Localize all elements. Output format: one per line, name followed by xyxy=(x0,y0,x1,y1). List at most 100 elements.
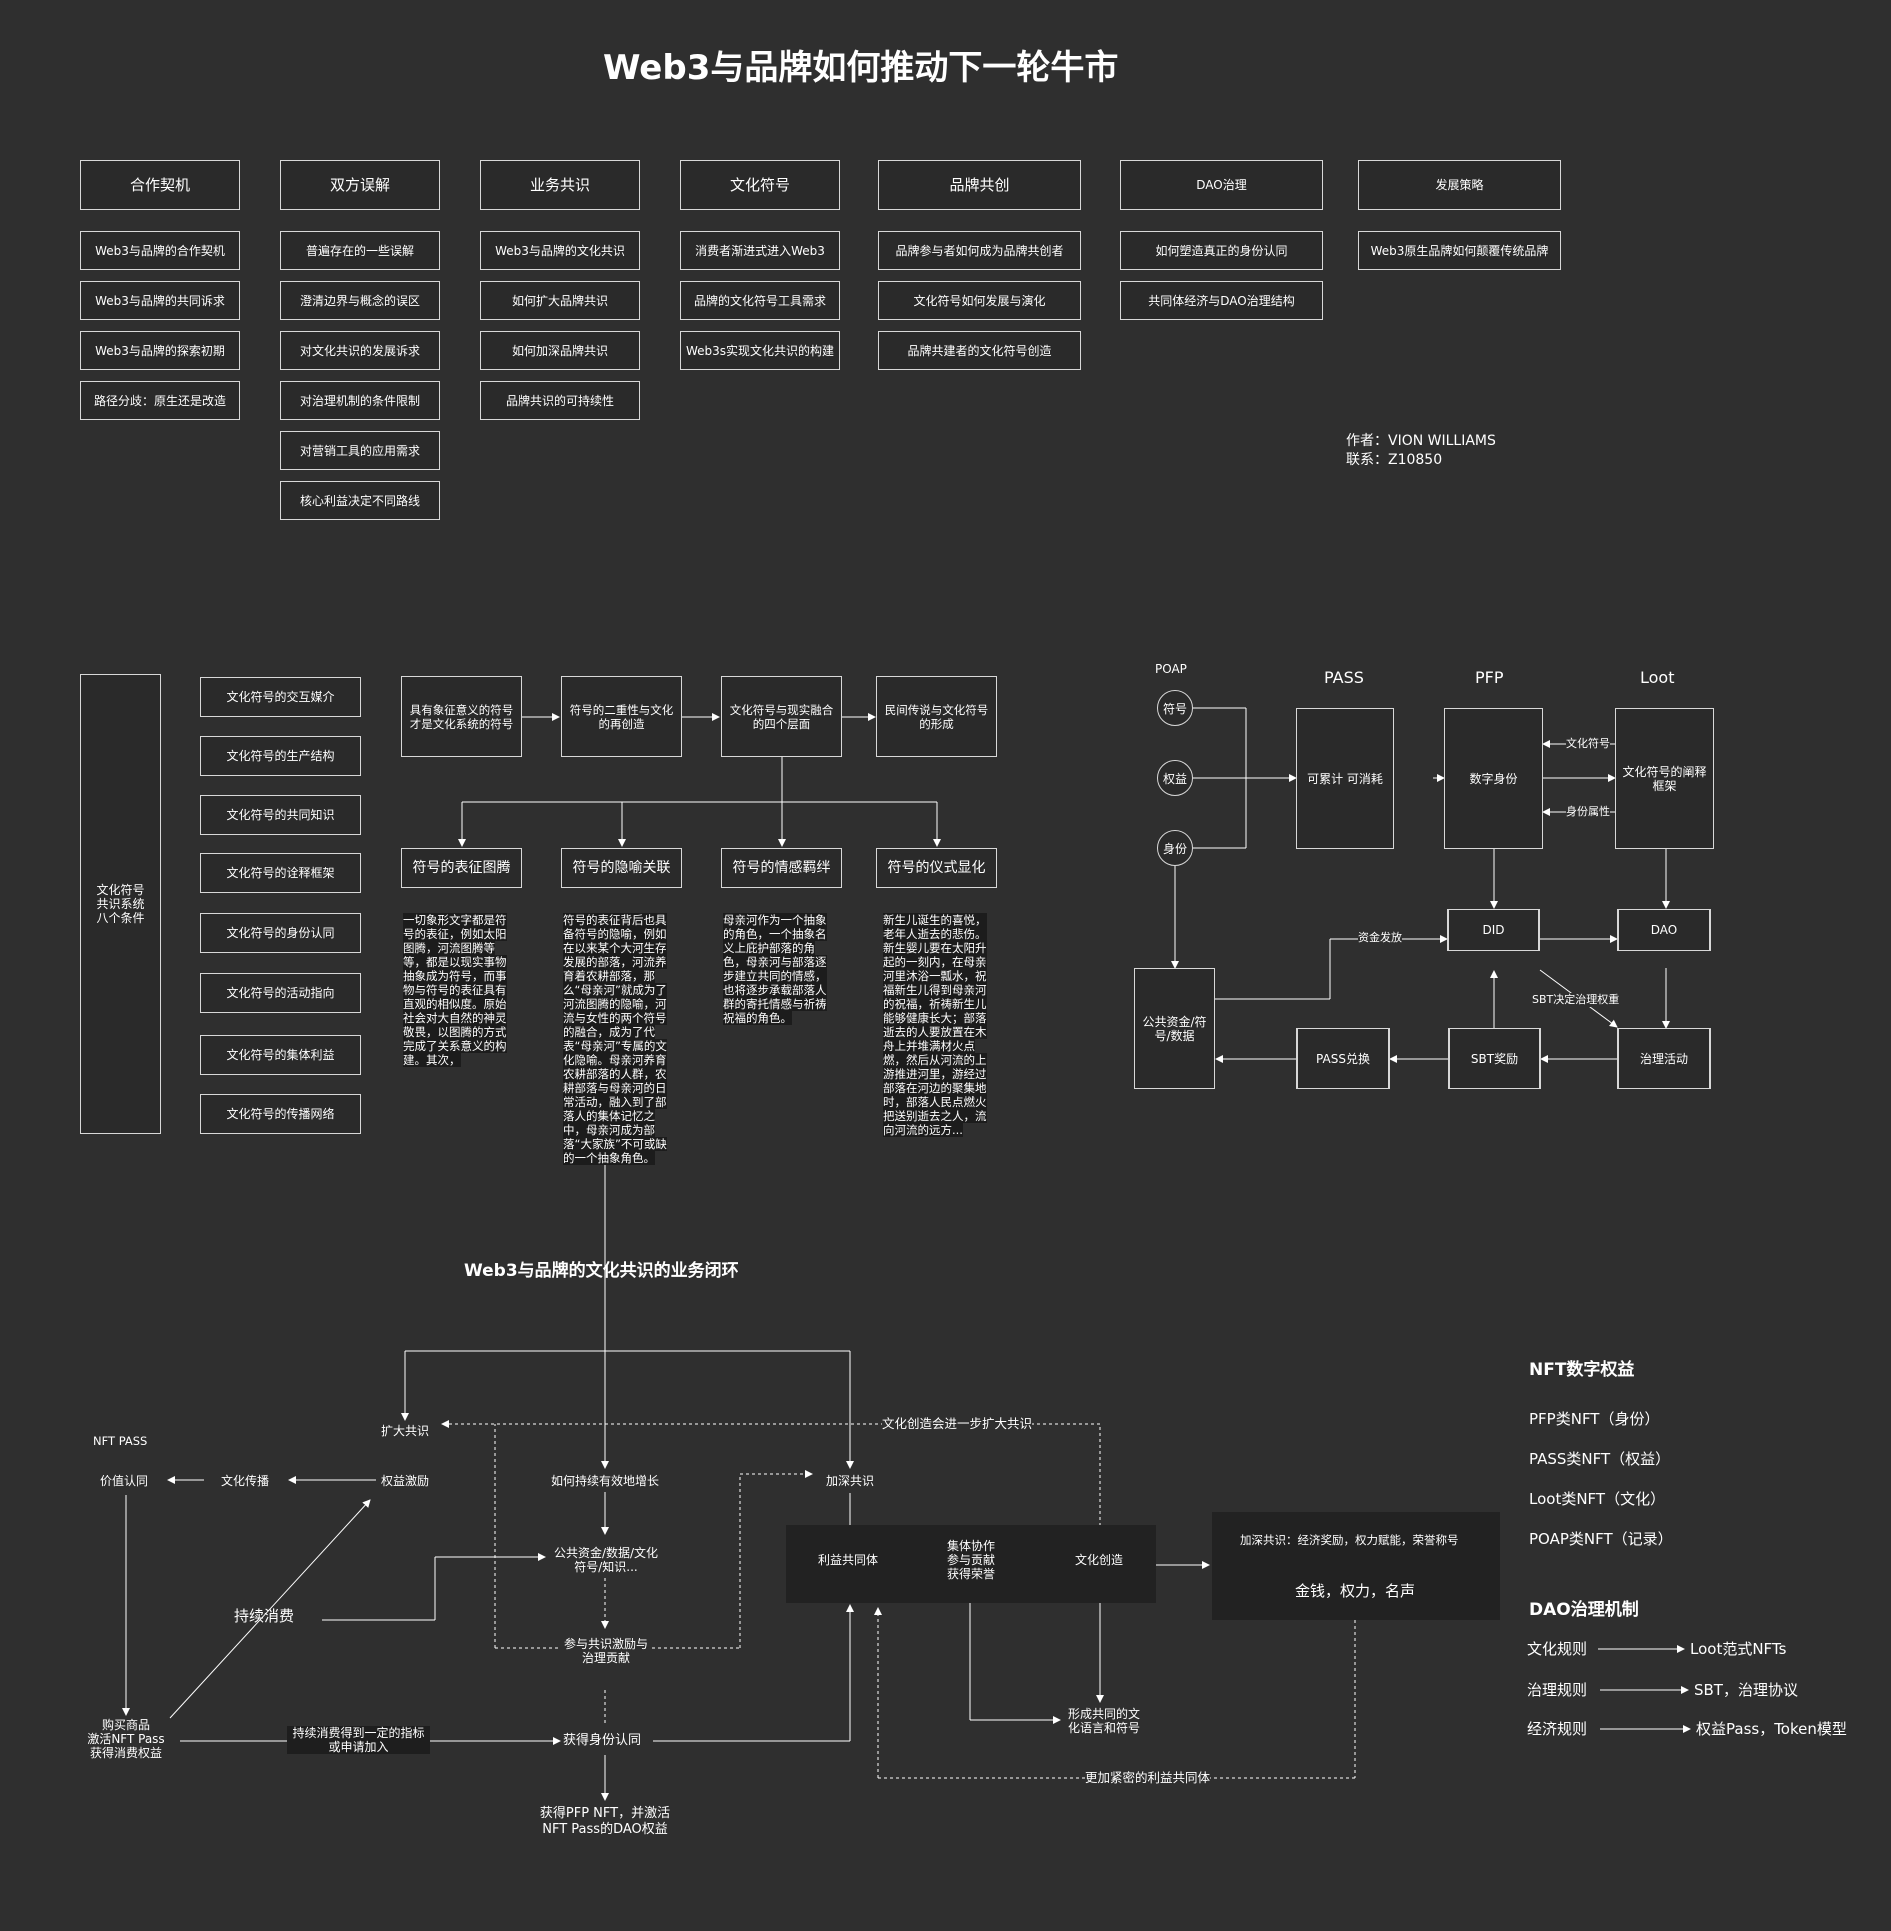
condition-item: 文化符号的交互媒介 xyxy=(200,677,361,717)
symbol-paragraph: 新生儿诞生的喜悦，老年人逝去的悲伤。新生婴儿要在太阳升起的一刻内，在母亲河里沐浴… xyxy=(883,913,995,1137)
symbol-paragraph: 一切象形文字都是符号的表征，例如太阳图腾，河流图腾等等，都是以现实事物抽象成为符… xyxy=(403,913,515,1067)
column-item: Web3与品牌的合作契机 xyxy=(80,231,240,270)
dao-title: DAO治理机制 xyxy=(1529,1600,1639,1620)
value-node: 价值认同 xyxy=(100,1474,149,1488)
branch-box: 符号的表征图腾 xyxy=(401,848,522,888)
condition-item: 文化符号的传播网络 xyxy=(200,1094,361,1134)
author-line: 作者：VION WILLIAMS xyxy=(1346,433,1496,449)
column-item: 如何加深品牌共识 xyxy=(480,331,640,370)
consume-note: 持续消费得到一定的指标或申请加入 xyxy=(287,1726,430,1754)
pfp-get-node: 获得PFP NFT，并激活NFT Pass的DAO权益 xyxy=(539,1806,671,1837)
nft-pass-label: NFT PASS xyxy=(93,1434,148,1448)
column-item: 如何扩大品牌共识 xyxy=(480,281,640,320)
interest-panel xyxy=(786,1525,1156,1603)
column-item: 品牌共识的可持续性 xyxy=(480,381,640,420)
circle-rights: 权益 xyxy=(1157,760,1193,796)
closer-label: 更加紧密的利益共同体 xyxy=(1085,1770,1211,1785)
condition-item: 文化符号的诠释框架 xyxy=(200,853,361,893)
buy-node: 购买商品 激活NFT Pass 获得消费权益 xyxy=(87,1718,165,1760)
paragraph-text: 符号的表征背后也具备符号的隐喻，例如在以来某个大河生存发展的部落，河流养育着农耕… xyxy=(563,913,667,1165)
dao-box: DAO xyxy=(1617,909,1711,951)
deepen-node: 加深共识 xyxy=(826,1474,875,1488)
pfp-box: 数字身份 xyxy=(1444,708,1543,849)
label-identity-attr: 身份属性 xyxy=(1566,805,1610,819)
interest-node: 利益共同体 xyxy=(818,1553,879,1567)
column-header: 业务共识 xyxy=(480,160,640,210)
incentive-node: 权益激励 xyxy=(381,1474,430,1488)
column-header: 品牌共创 xyxy=(878,160,1081,210)
loot-box: 文化符号的阐释框架 xyxy=(1615,708,1714,849)
rewards-node: 金钱，权力，名声 xyxy=(1295,1582,1416,1600)
did-box: DID xyxy=(1447,909,1540,951)
participate-node: 参与共识激励与治理贡献 xyxy=(563,1637,648,1665)
label-fund: 资金发放 xyxy=(1358,931,1402,945)
column-item: Web3与品牌的探索初期 xyxy=(80,331,240,370)
sbt-reward-box: SBT奖励 xyxy=(1448,1028,1541,1089)
symbol-paragraph: 母亲河作为一个抽象的角色，一个抽象名义上庇护部落的角色，母亲河与部落逐步建立共同… xyxy=(723,913,835,1025)
flow-box: 符号的二重性与文化的再创造 xyxy=(561,676,682,757)
condition-item: 文化符号的生产结构 xyxy=(200,736,361,776)
common-lang-node: 形成共同的文化语言和符号 xyxy=(1067,1707,1140,1735)
identity-node: 获得身份认同 xyxy=(563,1733,642,1748)
dao-rule-right: 权益Pass，Token模型 xyxy=(1696,1720,1847,1738)
grow-node: 如何持续有效地增长 xyxy=(551,1474,660,1488)
column-item: Web3与品牌的文化共识 xyxy=(480,231,640,270)
column-item: Web3原生品牌如何颠覆传统品牌 xyxy=(1358,231,1561,270)
column-item: 普遍存在的一些误解 xyxy=(280,231,440,270)
branch-box: 符号的隐喻关联 xyxy=(561,848,682,888)
column-item: 品牌参与者如何成为品牌共创者 xyxy=(878,231,1081,270)
column-item: Web3s实现文化共识的构建 xyxy=(680,331,840,370)
condition-item: 文化符号的共同知识 xyxy=(200,795,361,835)
column-item: 对文化共识的发展诉求 xyxy=(280,331,440,370)
flow-box: 具有象征意义的符号才是文化系统的符号 xyxy=(401,676,522,757)
column-header: 发展策略 xyxy=(1358,160,1561,210)
circle-identity: 身份 xyxy=(1157,830,1193,866)
condition-item: 文化符号的身份认同 xyxy=(200,913,361,953)
column-item: 澄清边界与概念的误区 xyxy=(280,281,440,320)
column-header: DAO治理 xyxy=(1120,160,1323,210)
column-header: 文化符号 xyxy=(680,160,840,210)
column-item: 如何塑造真正的身份认同 xyxy=(1120,231,1323,270)
symbol-paragraph: 符号的表征背后也具备符号的隐喻，例如在以来某个大河生存发展的部落，河流养育着农耕… xyxy=(563,913,675,1165)
column-header: 合作契机 xyxy=(80,160,240,210)
pfp-header: PFP xyxy=(1475,668,1504,687)
flow-box: 文化符号与现实融合的四个层面 xyxy=(721,676,842,757)
collab-node: 集体协作 参与贡献 获得荣誉 xyxy=(946,1539,995,1581)
pass-header: PASS xyxy=(1324,668,1364,687)
loot-header: Loot xyxy=(1640,668,1675,687)
public-node: 公共资金/数据/文化符号/知识... xyxy=(553,1546,659,1574)
column-item: 路径分歧：原生还是改造 xyxy=(80,381,240,420)
nft-title: NFT数字权益 xyxy=(1529,1360,1635,1380)
circle-symbol: 符号 xyxy=(1157,690,1193,726)
dao-rule-left: 文化规则 xyxy=(1527,1640,1588,1658)
branch-box: 符号的仪式显化 xyxy=(876,848,997,888)
public-fund-box: 公共资金/符号/数据 xyxy=(1134,968,1215,1089)
condition-item: 文化符号的集体利益 xyxy=(200,1035,361,1075)
nft-item: PFP类NFT（身份） xyxy=(1529,1410,1660,1428)
dao-rule-right: SBT，治理协议 xyxy=(1694,1681,1798,1699)
column-item: Web3与品牌的共同诉求 xyxy=(80,281,240,320)
flow-box: 民间传说与文化符号的形成 xyxy=(876,676,997,757)
column-item: 文化符号如何发展与演化 xyxy=(878,281,1081,320)
column-item: 品牌共建者的文化符号创造 xyxy=(878,331,1081,370)
column-item: 核心利益决定不同路线 xyxy=(280,481,440,520)
column-header: 双方误解 xyxy=(280,160,440,210)
pass-exchange-box: PASS兑换 xyxy=(1296,1028,1390,1089)
expand-node: 扩大共识 xyxy=(381,1424,430,1438)
nft-item: Loot类NFT（文化） xyxy=(1529,1490,1666,1508)
create-expand-label: 文化创造会进一步扩大共识 xyxy=(882,1416,1033,1431)
column-item: 共同体经济与DAO治理结构 xyxy=(1120,281,1323,320)
create-node: 文化创造 xyxy=(1075,1553,1124,1567)
paragraph-text: 新生儿诞生的喜悦，老年人逝去的悲伤。新生婴儿要在太阳升起的一刻内，在母亲河里沐浴… xyxy=(883,913,987,1137)
consensus-panel xyxy=(1212,1512,1500,1620)
column-item: 消费者渐进式进入Web3 xyxy=(680,231,840,270)
nft-item: PASS类NFT（权益） xyxy=(1529,1450,1671,1468)
column-item: 品牌的文化符号工具需求 xyxy=(680,281,840,320)
column-item: 对营销工具的应用需求 xyxy=(280,431,440,470)
paragraph-text: 母亲河作为一个抽象的角色，一个抽象名义上庇护部落的角色，母亲河与部落逐步建立共同… xyxy=(723,913,827,1025)
page-title: Web3与品牌如何推动下一轮牛市 xyxy=(603,48,1119,88)
column-item: 对治理机制的条件限制 xyxy=(280,381,440,420)
spread-node: 文化传播 xyxy=(221,1474,270,1488)
loop-title: Web3与品牌的文化共识的业务闭环 xyxy=(464,1261,739,1281)
